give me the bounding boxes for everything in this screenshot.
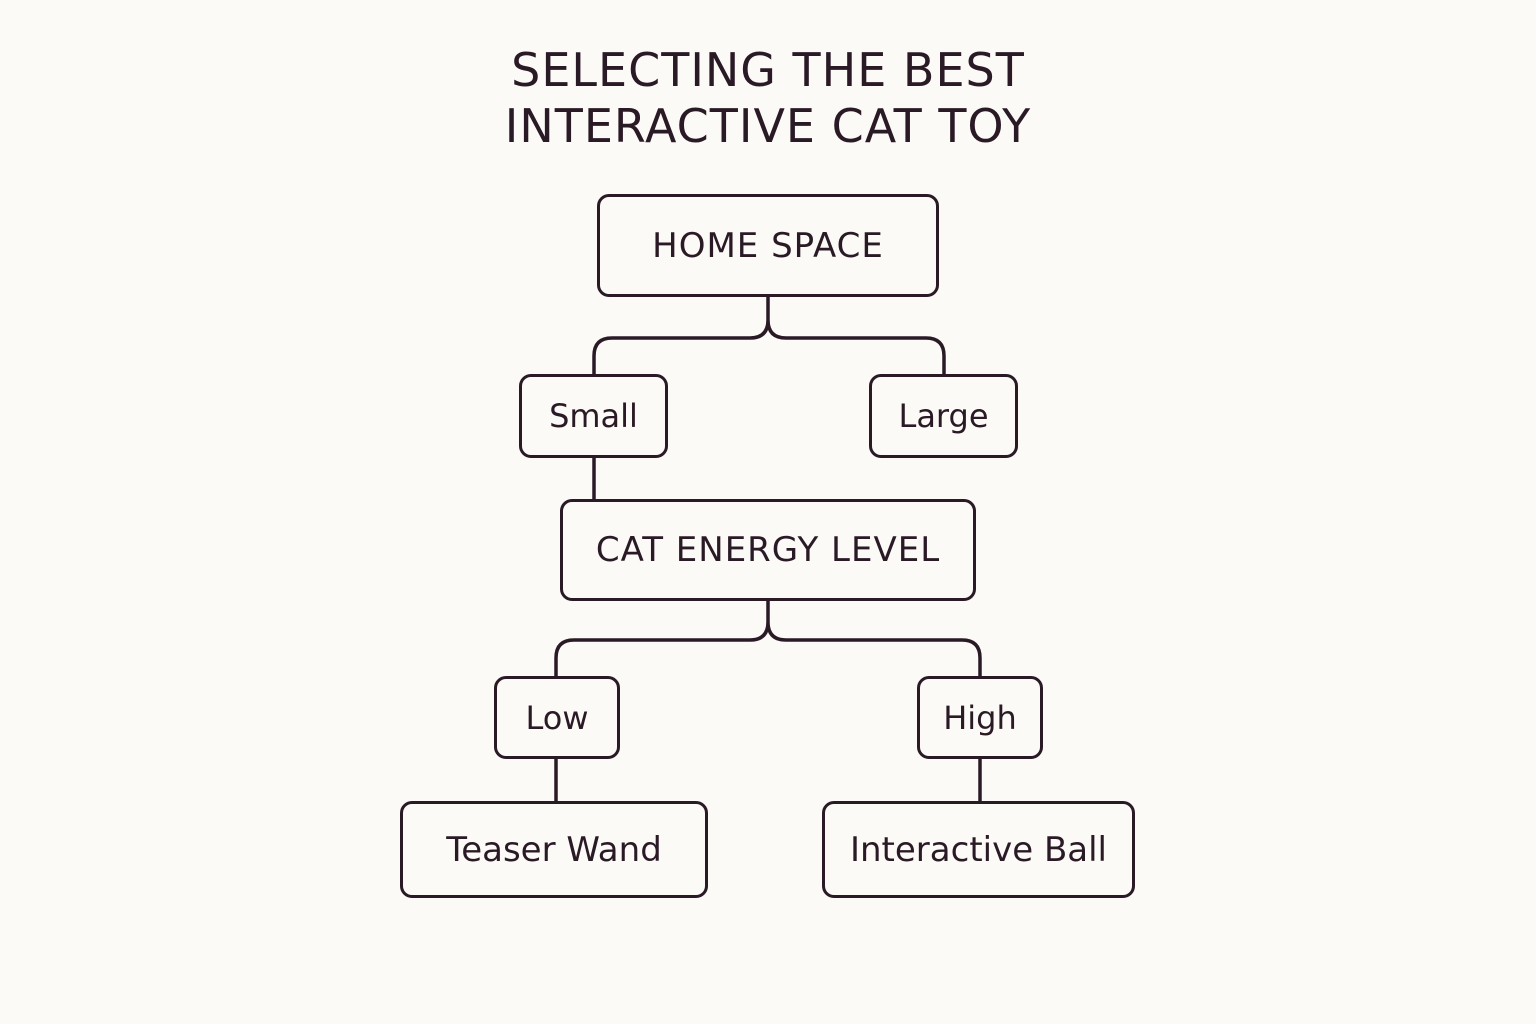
interactive-ball-label: Interactive Ball — [849, 829, 1107, 870]
large-node: Large — [869, 374, 1018, 458]
connector-home-to-options — [592, 294, 946, 378]
large-label: Large — [898, 397, 989, 435]
high-node: High — [917, 676, 1043, 759]
cat-energy-level-node: CAT ENERGY LEVEL — [560, 499, 976, 601]
cat-energy-level-label: CAT ENERGY LEVEL — [595, 530, 941, 570]
diagram-title-line-2: INTERACTIVE CAT TOY — [504, 99, 1032, 153]
home-space-node: HOME SPACE — [597, 194, 939, 297]
connector-energy-to-levels — [554, 598, 982, 680]
home-space-label: HOME SPACE — [652, 225, 884, 266]
diagram-title: SELECTING THE BEST INTERACTIVE CAT TOY — [0, 42, 1536, 154]
small-label: Small — [549, 397, 638, 435]
low-node: Low — [494, 676, 620, 759]
low-label: Low — [525, 698, 589, 737]
small-node: Small — [519, 374, 668, 458]
high-label: High — [943, 698, 1017, 737]
diagram-title-line-1: SELECTING THE BEST — [511, 43, 1025, 97]
teaser-wand-node: Teaser Wand — [400, 801, 708, 898]
teaser-wand-label: Teaser Wand — [446, 829, 662, 870]
interactive-ball-node: Interactive Ball — [822, 801, 1135, 898]
